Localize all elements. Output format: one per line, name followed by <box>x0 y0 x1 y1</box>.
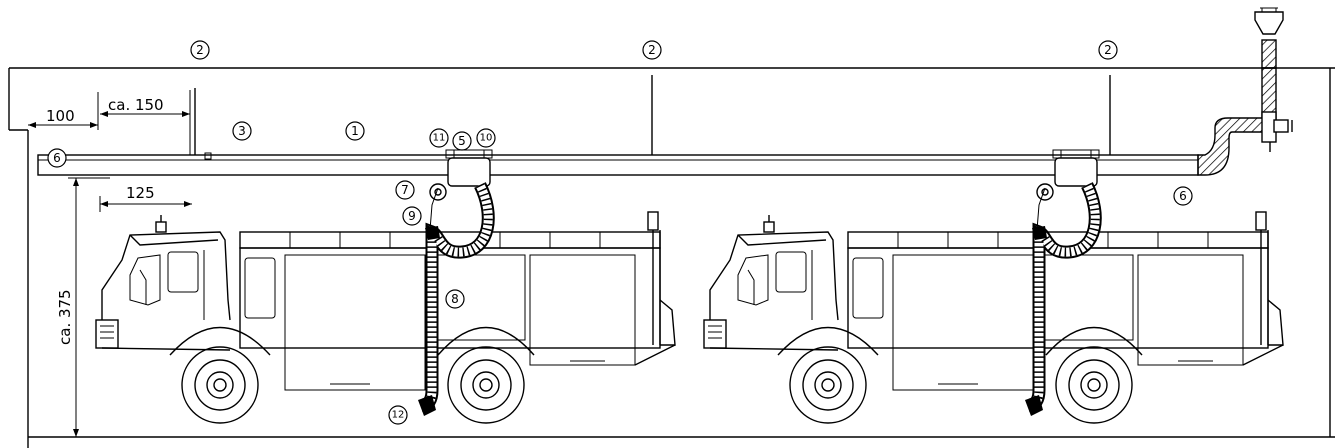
fire-truck-2 <box>703 211 1284 424</box>
dimension-125: 125 <box>99 184 192 212</box>
callout-11: 11 <box>429 128 449 148</box>
roof-fan <box>1254 7 1284 35</box>
svg-text:12: 12 <box>392 410 405 421</box>
callout-5: 5 <box>452 131 472 151</box>
svg-text:3: 3 <box>238 124 246 138</box>
svg-text:5: 5 <box>458 134 466 148</box>
exhaust-duct <box>1197 39 1277 176</box>
dimension-100: 100 <box>28 92 99 130</box>
callout-2-center: 2 <box>642 40 662 60</box>
roof-beams <box>189 75 1111 155</box>
callout-8: 8 <box>445 289 465 309</box>
dimension-150: ca. 150 <box>100 96 190 117</box>
svg-text:2: 2 <box>196 43 204 57</box>
callout-12: 12 <box>388 405 408 425</box>
svg-text:10: 10 <box>480 133 493 144</box>
svg-text:6: 6 <box>1179 189 1187 203</box>
svg-text:2: 2 <box>1104 43 1112 57</box>
building-outline <box>8 67 1335 448</box>
rail-track <box>37 152 1199 176</box>
callout-6-right: 6 <box>1173 186 1193 206</box>
svg-text:9: 9 <box>408 209 416 223</box>
svg-text:2: 2 <box>648 43 656 57</box>
exhaust-hose-1 <box>418 182 495 416</box>
svg-text:11: 11 <box>433 133 446 144</box>
fire-truck-1 <box>95 211 676 424</box>
callout-10: 10 <box>476 128 496 148</box>
callout-3: 3 <box>232 121 252 141</box>
damper-valve <box>1261 111 1293 152</box>
svg-text:1: 1 <box>351 124 359 138</box>
callout-6-left: 6 <box>47 148 67 168</box>
svg-text:7: 7 <box>401 183 409 197</box>
svg-text:6: 6 <box>53 151 61 165</box>
callout-2-left: 2 <box>190 40 210 60</box>
svg-text:8: 8 <box>451 292 459 306</box>
dimension-100-label: 100 <box>46 107 75 125</box>
exhaust-hose-2 <box>1025 182 1102 416</box>
dimension-125-label: 125 <box>126 184 155 202</box>
dimension-375: ca. 375 <box>56 177 110 437</box>
callout-7: 7 <box>395 180 415 200</box>
callout-1: 1 <box>345 121 365 141</box>
callout-2-right: 2 <box>1098 40 1118 60</box>
dimension-150-label: ca. 150 <box>108 96 164 114</box>
callout-9: 9 <box>402 206 422 226</box>
dimension-375-label: ca. 375 <box>56 289 74 345</box>
